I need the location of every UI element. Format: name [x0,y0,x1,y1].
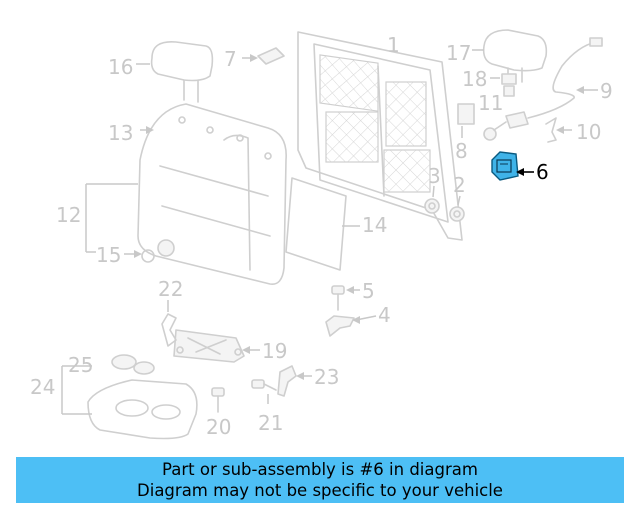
part-label-9: 9 [600,79,613,103]
headrest-part-16 [150,41,214,103]
part-label-23: 23 [314,365,339,389]
part-label-1: 1 [387,33,400,57]
bolt-part-21 [251,379,277,391]
bolt-part-2 [449,206,465,222]
parts-diagram: 1 2 3 4 5 6 7 8 9 [30,29,613,440]
latch-part-6-highlighted [491,151,519,181]
part-label-7: 7 [224,47,237,71]
part-label-12: 12 [56,203,81,227]
banner-line-disclaimer: Diagram may not be specific to your vehi… [137,481,503,500]
part-label-24: 24 [30,375,55,399]
part-label-3: 3 [428,164,441,188]
cable-part-9 [527,37,603,119]
info-banner: Part or sub-assembly is #6 in diagram Di… [16,457,624,503]
part-label-14: 14 [362,213,387,237]
part-label-4: 4 [378,303,391,327]
strap-part-22 [161,313,177,347]
latch-part-23 [277,365,297,397]
part-label-2: 2 [453,173,466,197]
banner-line-part-number: Part or sub-assembly is #6 in diagram [162,460,478,479]
part-label-5: 5 [362,279,375,303]
part-label-11: 11 [478,91,503,115]
part-label-22: 22 [158,277,183,301]
clip-part-7 [257,47,285,65]
washer-part-15 [141,239,175,263]
part-label-19: 19 [262,339,287,363]
part-label-25: 25 [68,353,93,377]
nut-part-3 [424,198,440,214]
part-label-13: 13 [108,121,133,145]
part-label-16: 16 [108,55,133,79]
part-label-15: 15 [96,243,121,267]
armrest-part-24 [87,379,198,440]
panel-part-14 [285,177,347,271]
part-label-20: 20 [206,415,231,439]
part-label-17: 17 [446,41,471,65]
part-label-6: 6 [536,160,549,184]
seatback-frame-part-1 [297,31,463,241]
part-label-10: 10 [576,120,601,144]
hinge-bracket-part-19 [173,329,245,363]
guide-part-18 [501,73,517,97]
part-label-21: 21 [258,411,283,435]
bracket-part-4 [325,315,355,337]
hook-part-10 [545,117,557,143]
bolt-part-5 [331,285,345,311]
part-label-8: 8 [455,139,468,163]
screw-part-11 [483,111,529,141]
cupholder-part-25 [111,354,155,375]
cover-part-8 [457,103,475,125]
seatback-cushion-part-13 [137,103,287,285]
part-label-18: 18 [462,67,487,91]
bolt-part-20 [211,387,225,413]
